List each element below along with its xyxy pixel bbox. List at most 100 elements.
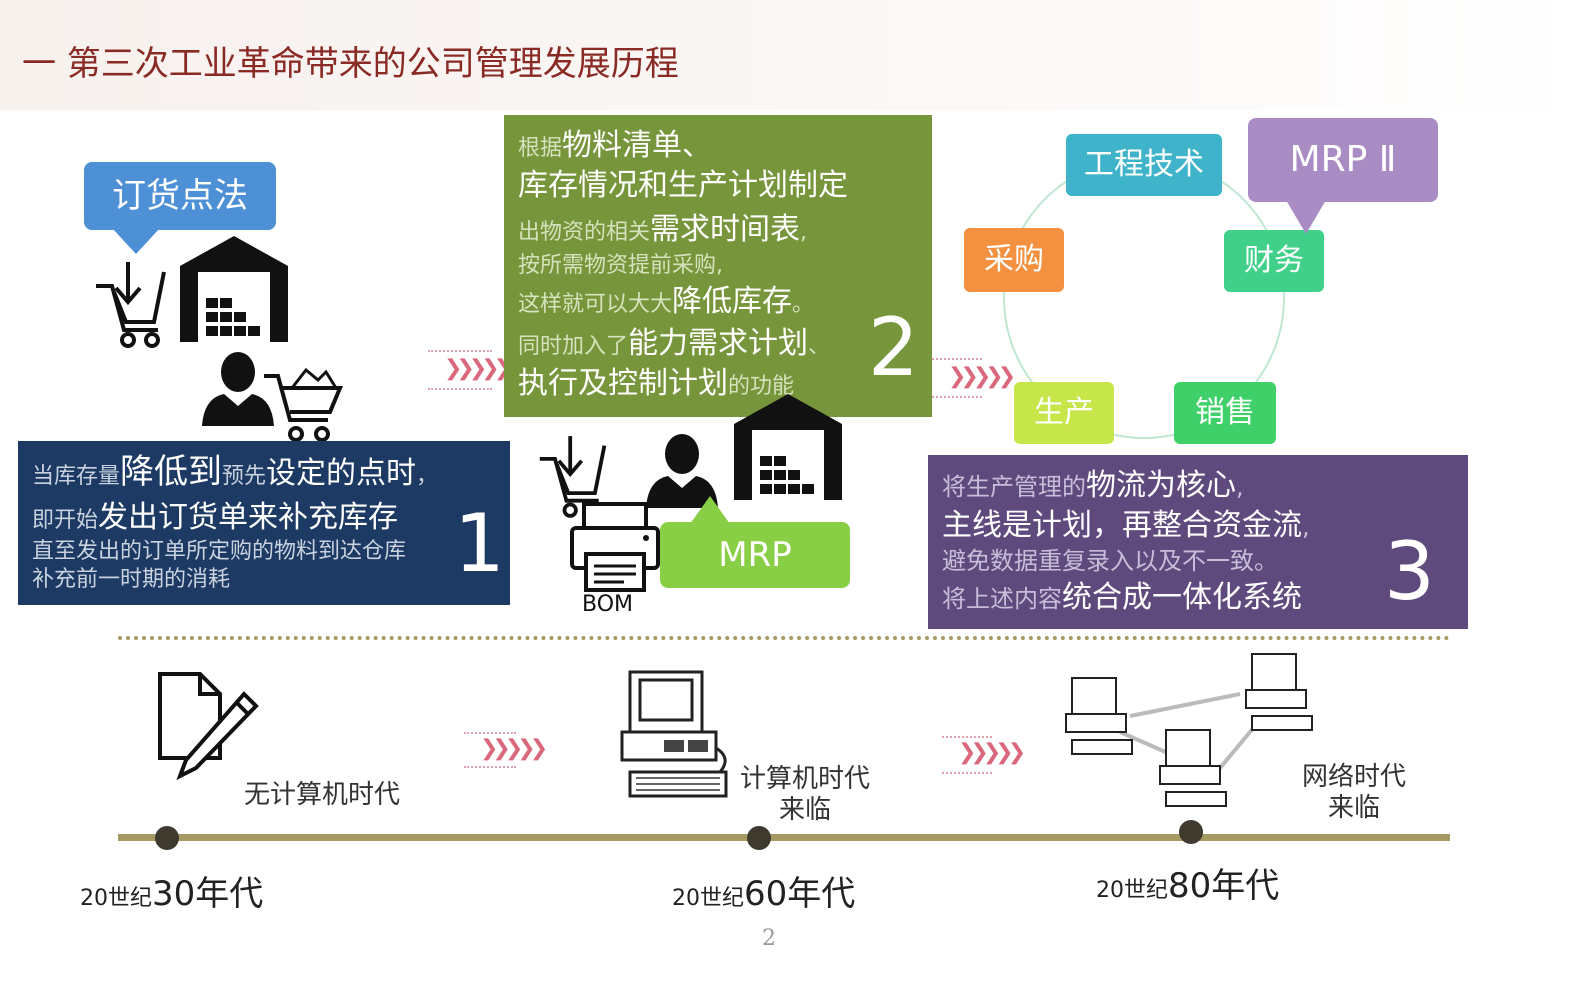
network-icon: [1065, 653, 1313, 807]
text-run: 执行及控制计划: [518, 366, 728, 401]
text-run: 这样就可以大大: [518, 292, 673, 317]
text-run: 库存情况和生产计划制定: [518, 168, 848, 203]
text-run: 避免数据重复录入以及不一致。: [942, 547, 1278, 575]
text-run: 、: [808, 334, 831, 359]
text-run: 补充前一时期的消耗: [32, 567, 231, 592]
year-80s: 20世纪80年代: [1096, 858, 1279, 907]
stage3-line-3: 将上述内容统合成一体化系统: [942, 583, 1302, 613]
text-run: 统合成一体化系统: [1062, 580, 1302, 615]
computer-icon: [1159, 729, 1227, 807]
stage1-line-2: 直至发出的订单所定购的物料到达仓库: [32, 541, 406, 563]
text-run: 物流为核心: [1086, 468, 1236, 503]
stage3-line-0: 将生产管理的物流为核心,: [942, 471, 1244, 501]
stage2-line-6: 执行及控制计划的功能: [518, 369, 794, 399]
text-run: 降低到: [120, 452, 223, 492]
text-run: 根据: [518, 136, 563, 161]
node-finance: 财务: [1224, 230, 1324, 292]
timeline-marker-80s: [1179, 820, 1203, 844]
stage3-line-2: 避免数据重复录入以及不一致。: [942, 549, 1278, 573]
stage2-line-2: 出物资的相关需求时间表,: [518, 215, 807, 245]
stage3-number: 3: [1384, 525, 1435, 618]
era-label-network: 网络时代 来临: [1302, 762, 1407, 824]
arrow-divider-bottom: [942, 772, 992, 774]
text-run: 将上述内容: [942, 585, 1062, 613]
era-label-computer: 计算机时代 来临: [740, 764, 871, 826]
text-run: ,: [1302, 513, 1310, 541]
year-big: 30年代: [152, 874, 264, 914]
year-big: 60年代: [744, 874, 856, 914]
text-run: 发出订货单来补充库存: [98, 500, 399, 535]
node-engineering: 工程技术: [1066, 134, 1222, 196]
arrow-divider-bottom: [428, 388, 492, 390]
year-prefix: 20世纪: [1096, 878, 1168, 903]
text-run: 预先: [222, 464, 267, 489]
text-run: ,: [1236, 473, 1244, 501]
stage1-line-3: 补充前一时期的消耗: [32, 569, 230, 591]
arrow-chevrons-1: ❯❯❯❯❯: [444, 356, 512, 381]
text-run: 同时加入了: [518, 334, 629, 359]
arrow-divider-top: [428, 350, 492, 352]
page-number: 2: [762, 926, 776, 951]
document-pen-icon: [158, 672, 259, 781]
stage2-number: 2: [868, 301, 919, 394]
warehouse-icon: [180, 236, 288, 342]
text-run: 当库存量: [32, 464, 121, 489]
node-production: 生产: [1014, 382, 1114, 444]
stage3-description-box: 将生产管理的物流为核心, 主线是计划，再整合资金流, 避免数据重复录入以及不一致…: [928, 455, 1468, 629]
order-point-bubble-tail: [112, 228, 160, 254]
text-run: ,: [800, 220, 808, 245]
stage1-line-0: 当库存量降低到预先设定的点时，: [32, 455, 438, 489]
text-run: 直至发出的订单所定购的物料到达仓库: [32, 539, 407, 564]
arrow-chevrons-2: ❯❯❯❯❯: [948, 364, 1016, 389]
text-run: 物料清单: [562, 128, 683, 163]
text-run: 降低库存: [672, 284, 793, 319]
order-point-bubble: 订货点法: [84, 162, 276, 230]
arrow-chevrons-4: ❯❯❯❯❯: [958, 740, 1026, 765]
person-icon: [202, 352, 274, 426]
text-run: 的功能: [728, 374, 795, 399]
year-60s: 20世纪60年代: [672, 866, 855, 915]
timeline-axis: [118, 834, 1450, 841]
text-run: 。: [792, 292, 815, 317]
arrow-chevrons-3: ❯❯❯❯❯: [480, 736, 548, 761]
year-30s: 20世纪30年代: [80, 866, 263, 915]
bom-label: BOM: [582, 592, 634, 617]
mrp2-bubble-tail: [1286, 200, 1326, 234]
era-label-no-computer: 无计算机时代: [244, 780, 401, 810]
text-run: 按所需物资提前采购,: [518, 253, 723, 278]
cart-full-icon: [264, 367, 343, 442]
text-run: 即开始: [32, 508, 99, 533]
cart-download-icon: [96, 262, 166, 348]
text-run: 出物资的相关: [518, 220, 651, 245]
text-run: 主线是计划，再整合资金流: [942, 508, 1302, 543]
title-bar: [0, 0, 1587, 110]
text-run: 能力需求计划: [628, 326, 809, 361]
stage2-line-4: 这样就可以大大降低库存。: [518, 287, 814, 317]
stage2-line-3: 按所需物资提前采购,: [518, 255, 723, 277]
warehouse-icon: [734, 394, 842, 500]
text-run: 、: [682, 128, 713, 163]
printer-icon: [570, 502, 660, 592]
year-prefix: 20世纪: [80, 886, 152, 911]
arrow-divider-top: [464, 732, 516, 734]
node-sales: 销售: [1174, 382, 1276, 444]
year-prefix: 20世纪: [672, 886, 744, 911]
text-run: 将生产管理的: [942, 473, 1086, 501]
computer-icon: [620, 670, 728, 798]
node-purchasing: 采购: [964, 228, 1064, 292]
stage1-line-1: 即开始发出订货单来补充库存: [32, 503, 398, 533]
stage2-description-box: 根据物料清单、 库存情况和生产计划制定 出物资的相关需求时间表, 按所需物资提前…: [504, 115, 932, 417]
year-big: 80年代: [1168, 866, 1280, 906]
text-run: 设定的点时: [266, 456, 417, 491]
stage2-line-0: 根据物料清单、: [518, 131, 712, 161]
text-run: ，: [416, 464, 439, 489]
arrow-divider-bottom: [932, 396, 982, 398]
stage1-description-box: 当库存量降低到预先设定的点时， 即开始发出订货单来补充库存 直至发出的订单所定购…: [18, 441, 510, 605]
stage1-number: 1: [454, 497, 505, 590]
section-divider: [118, 636, 1450, 640]
page-title: 一 第三次工业革命带来的公司管理发展历程: [22, 44, 679, 84]
arrow-divider-top: [942, 736, 992, 738]
stage2-line-5: 同时加入了能力需求计划、: [518, 329, 830, 359]
computer-icon: [1245, 653, 1313, 731]
timeline-marker-60s: [747, 826, 771, 850]
